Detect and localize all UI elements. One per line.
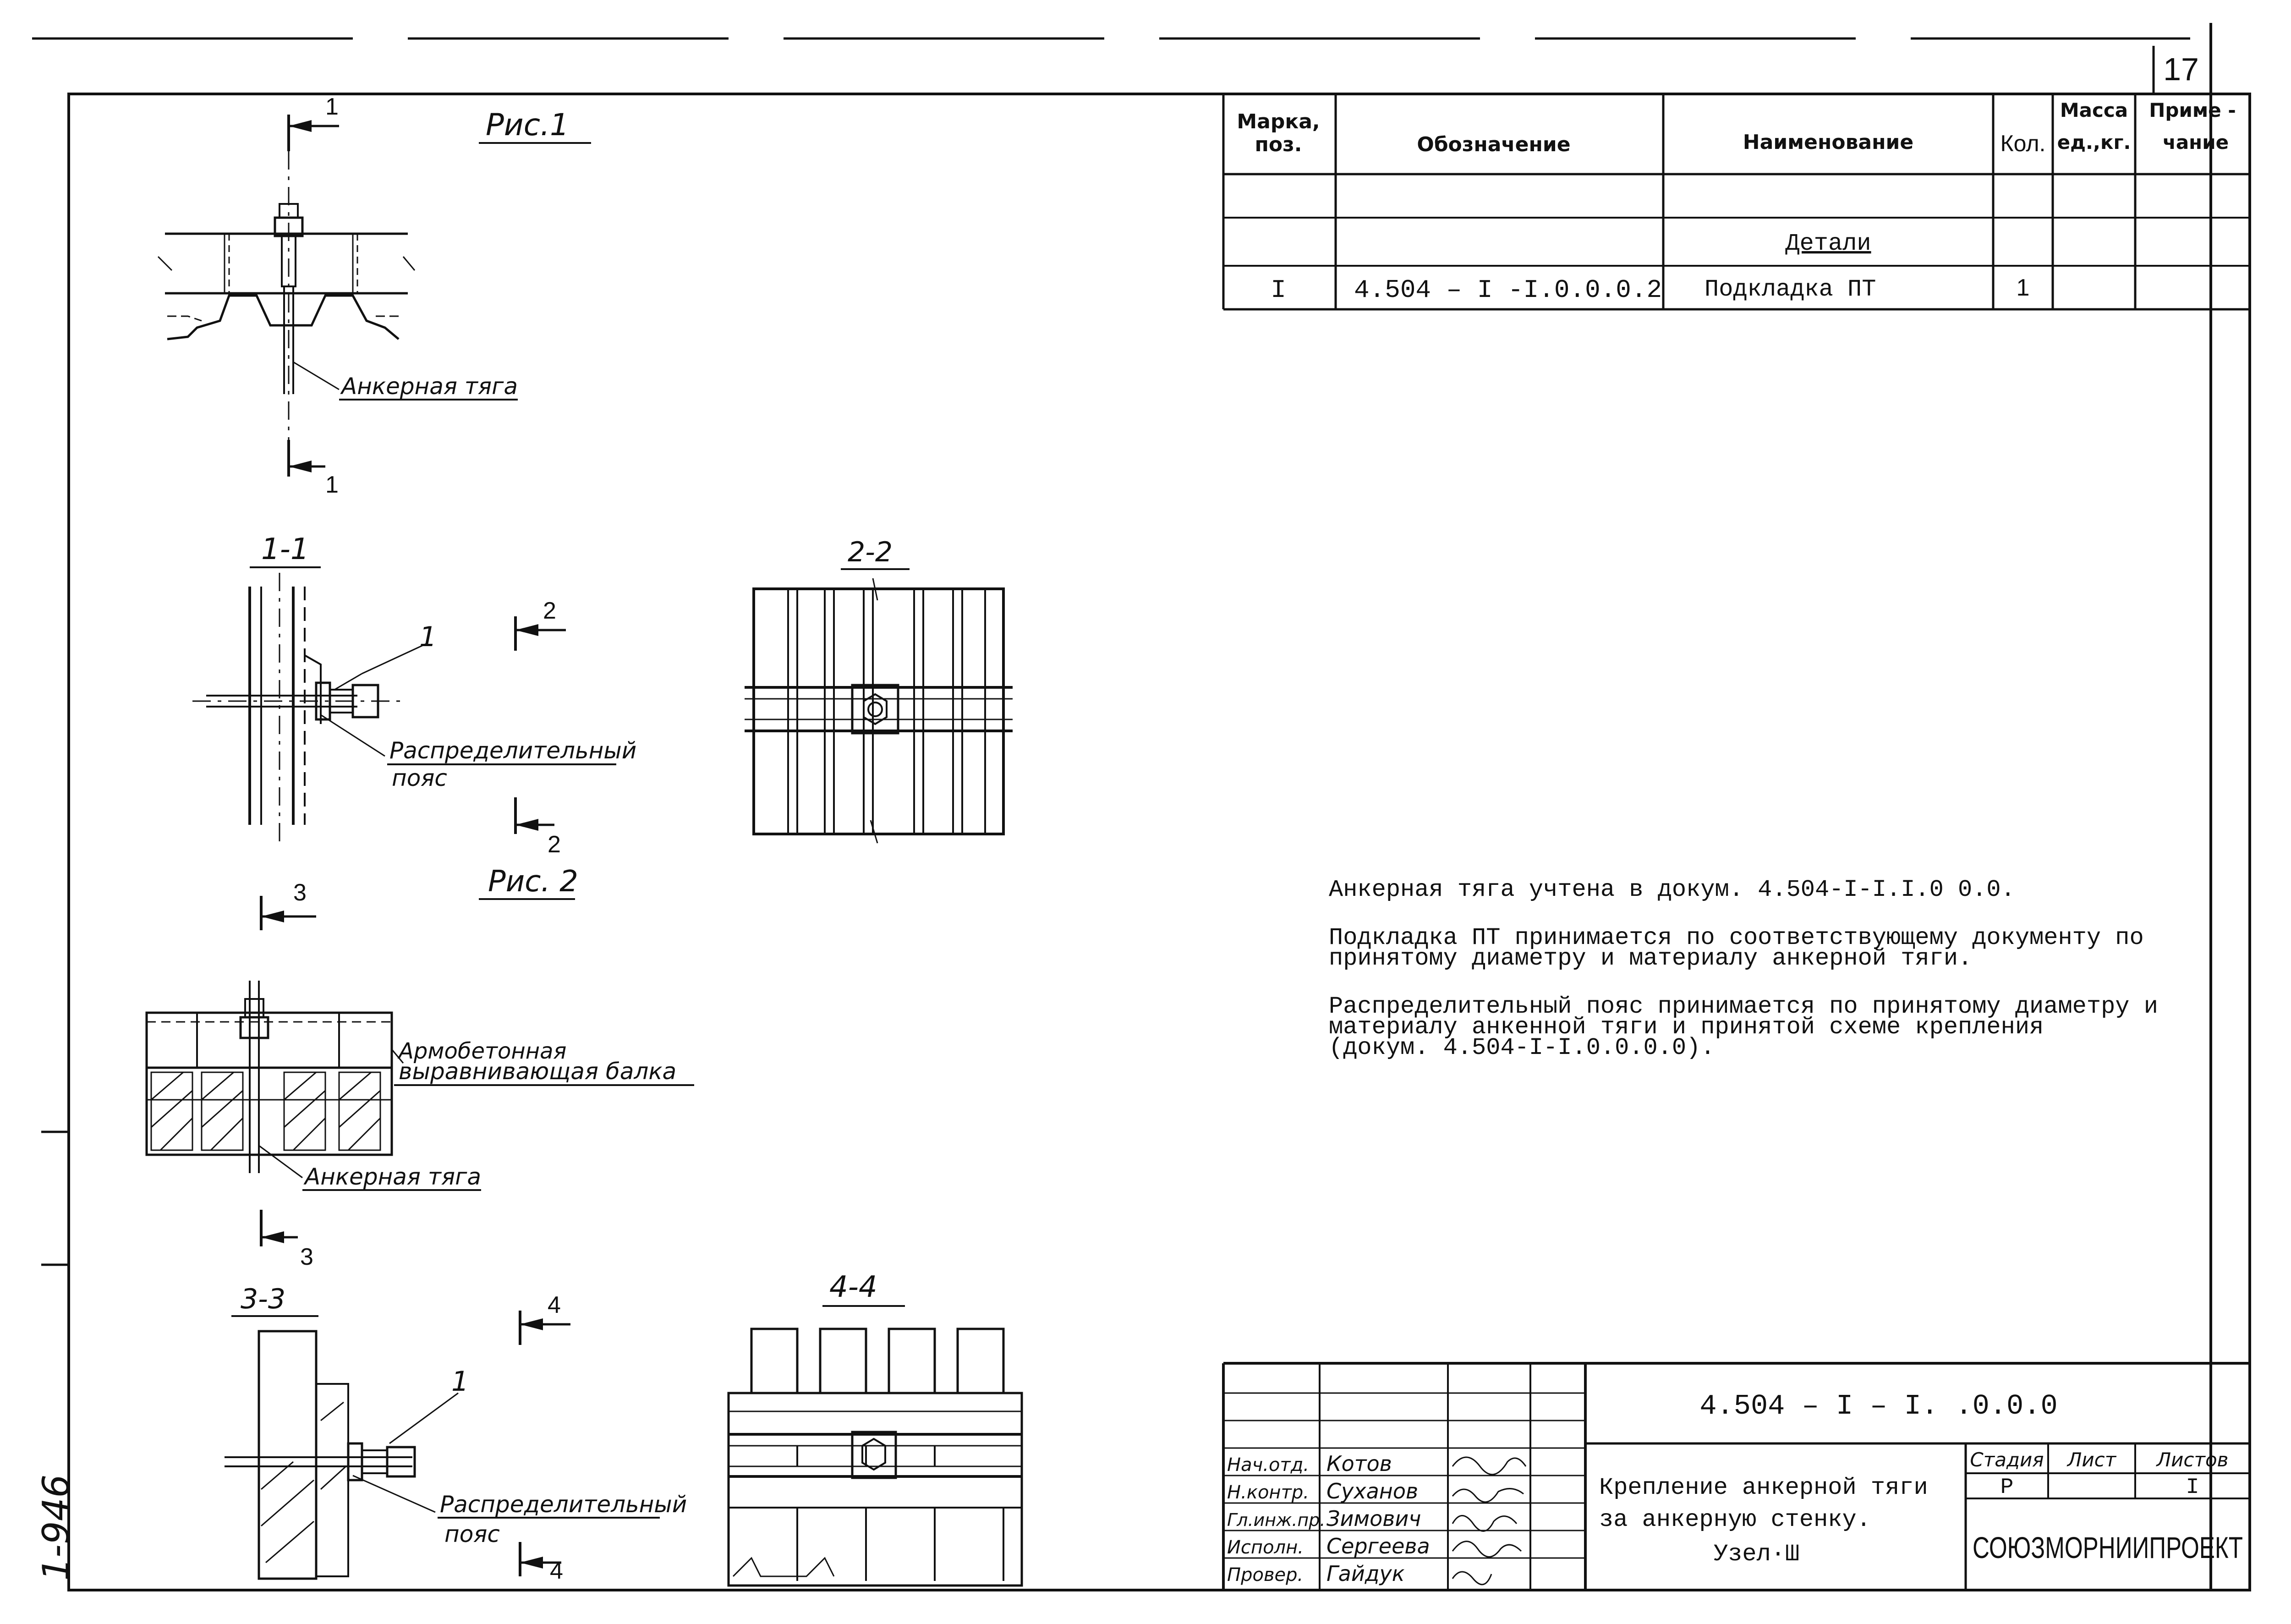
svg-text:Гл.инж.пр.: Гл.инж.пр. (1227, 1510, 1325, 1530)
drawing-title-1: Крепление анкерной тяги (1599, 1474, 1928, 1501)
svg-text:3: 3 (293, 879, 307, 906)
svg-text:Лист: Лист (2066, 1448, 2117, 1471)
section-1-1: 1-1 1 Распределительный пояс 2 2 (192, 532, 636, 858)
svg-text:Стадия: Стадия (1970, 1448, 2044, 1471)
note-3: Распределительный пояс принимается по пр… (1329, 993, 2158, 1020)
svg-text:2-2: 2-2 (848, 536, 893, 568)
spec-table: Марка, поз. Обозначение Наименование Кол… (1222, 93, 2250, 311)
drawing-title-3: Узел·Ш (1714, 1541, 1799, 1568)
svg-text:4: 4 (548, 1292, 561, 1318)
svg-text:Зимович: Зимович (1326, 1506, 1421, 1531)
note-2b: принятому диаметру и материалу анкерной … (1329, 945, 1972, 972)
org-name: СОЮЗМОРНИИПРОЕКТ (1973, 1531, 2243, 1564)
svg-text:Обозначение: Обозначение (1417, 133, 1570, 156)
svg-text:Исполн.: Исполн. (1227, 1537, 1304, 1558)
svg-text:Кол.: Кол. (2001, 131, 2046, 156)
drawing-frame (67, 93, 2251, 1591)
svg-text:1: 1 (2017, 274, 2030, 301)
svg-text:Масса: Масса (2060, 99, 2128, 121)
note-3c: (докум. 4.504-I-I.0.0.0.0). (1329, 1034, 1715, 1061)
note-1: Анкерная тяга учтена в докум. 4.504-I-I.… (1329, 876, 2015, 903)
svg-text:ед.,кг.: ед.,кг. (2057, 131, 2131, 154)
svg-text:1: 1 (325, 93, 339, 120)
svg-text:Распределительный: Распределительный (440, 1491, 687, 1518)
svg-text:I: I (1271, 275, 1286, 305)
svg-text:I: I (2186, 1475, 2199, 1500)
note-2: Подкладка ПТ принимается по соответствую… (1329, 924, 2144, 951)
svg-text:2: 2 (543, 598, 556, 624)
svg-text:1: 1 (451, 1366, 469, 1398)
note-3b: материалу анкенной тяги и принятой схеме… (1329, 1014, 2044, 1041)
svg-text:Листов: Листов (2156, 1448, 2229, 1471)
svg-text:Наименование: Наименование (1743, 131, 1913, 154)
table-row: I 4.504 – I -I.0.0.0.2 Подкладка ПТ 1 (1271, 274, 2029, 305)
svg-text:Гайдук: Гайдук (1326, 1561, 1405, 1586)
svg-text:2: 2 (548, 831, 561, 858)
cut-1-marker: 1 1 (287, 93, 339, 498)
sheet-number: 17 (2163, 51, 2199, 87)
svg-text:поз.: поз. (1255, 133, 1302, 156)
signatures (1452, 1456, 1527, 1586)
svg-text:Н.контр.: Н.контр. (1227, 1482, 1309, 1503)
svg-text:1-1: 1-1 (261, 532, 309, 566)
svg-text:4: 4 (550, 1558, 563, 1584)
svg-text:Сергеева: Сергеева (1326, 1534, 1430, 1558)
svg-text:пояс: пояс (444, 1521, 500, 1547)
section-3-3: 3-3 1 Распределительный пояс 4 4 (225, 1283, 687, 1584)
svg-text:Котов: Котов (1326, 1451, 1392, 1476)
svg-text:Армобетонная: Армобетонная (397, 1038, 566, 1064)
svg-text:Р: Р (2001, 1475, 2014, 1500)
svg-text:Подкладка ПТ: Подкладка ПТ (1705, 276, 1876, 303)
svg-text:Приме -: Приме - (2149, 99, 2236, 121)
svg-text:пояс: пояс (392, 765, 447, 791)
svg-text:3: 3 (300, 1244, 313, 1270)
left-margin: 1-946 (35, 1130, 77, 1581)
figure-2: Рис. 2 3 3 А (145, 865, 694, 1270)
svg-text:4-4: 4-4 (829, 1270, 877, 1304)
svg-text:4.504 – I -I.0.0.0.2: 4.504 – I -I.0.0.0.2 (1354, 275, 1662, 305)
title-block: 4.504 – I – I. .0.0.0 Крепление анкерной… (1222, 1362, 2250, 1590)
sheet-number-box: 17 (2152, 46, 2209, 95)
svg-text:1: 1 (325, 472, 339, 498)
svg-text:выравнивающая балка: выравнивающая балка (399, 1058, 676, 1085)
doc-code: 4.504 – I – I. .0.0.0 (1699, 1390, 2057, 1422)
sheet-top-edge (32, 23, 2212, 1590)
svg-text:Суханов: Суханов (1326, 1479, 1418, 1503)
svg-text:Нач.отд.: Нач.отд. (1227, 1454, 1309, 1476)
svg-text:Распределительный: Распределительный (389, 737, 636, 764)
margin-note: 1-946 (35, 1475, 77, 1581)
svg-text:Провер.: Провер. (1227, 1564, 1303, 1586)
svg-text:Анкерная тяга: Анкерная тяга (303, 1163, 481, 1190)
section-2-2: 2-2 (745, 536, 1013, 844)
fig1-title: Рис.1 (486, 107, 569, 143)
section-4-4: 4-4 (727, 1270, 1023, 1587)
svg-text:3-3: 3-3 (241, 1283, 285, 1315)
svg-text:1: 1 (419, 621, 437, 653)
signers: Нач.отд. Котов Н.контр. Суханов Гл.инж.п… (1227, 1451, 1430, 1586)
figure-1: Рис.1 1 1 Анкер (157, 93, 591, 498)
svg-text:Марка,: Марка, (1237, 110, 1320, 133)
notes: Анкерная тяга учтена в докум. 4.504-I-I.… (1329, 876, 2158, 1061)
drawing-title-2: за анкерную стенку. (1599, 1506, 1871, 1533)
spec-section-title: Детали (1785, 230, 1871, 257)
fig1-anchor-rod-label: Анкерная тяга (340, 373, 518, 400)
svg-text:чание: чание (2163, 131, 2229, 154)
fig2-title: Рис. 2 (488, 865, 578, 899)
